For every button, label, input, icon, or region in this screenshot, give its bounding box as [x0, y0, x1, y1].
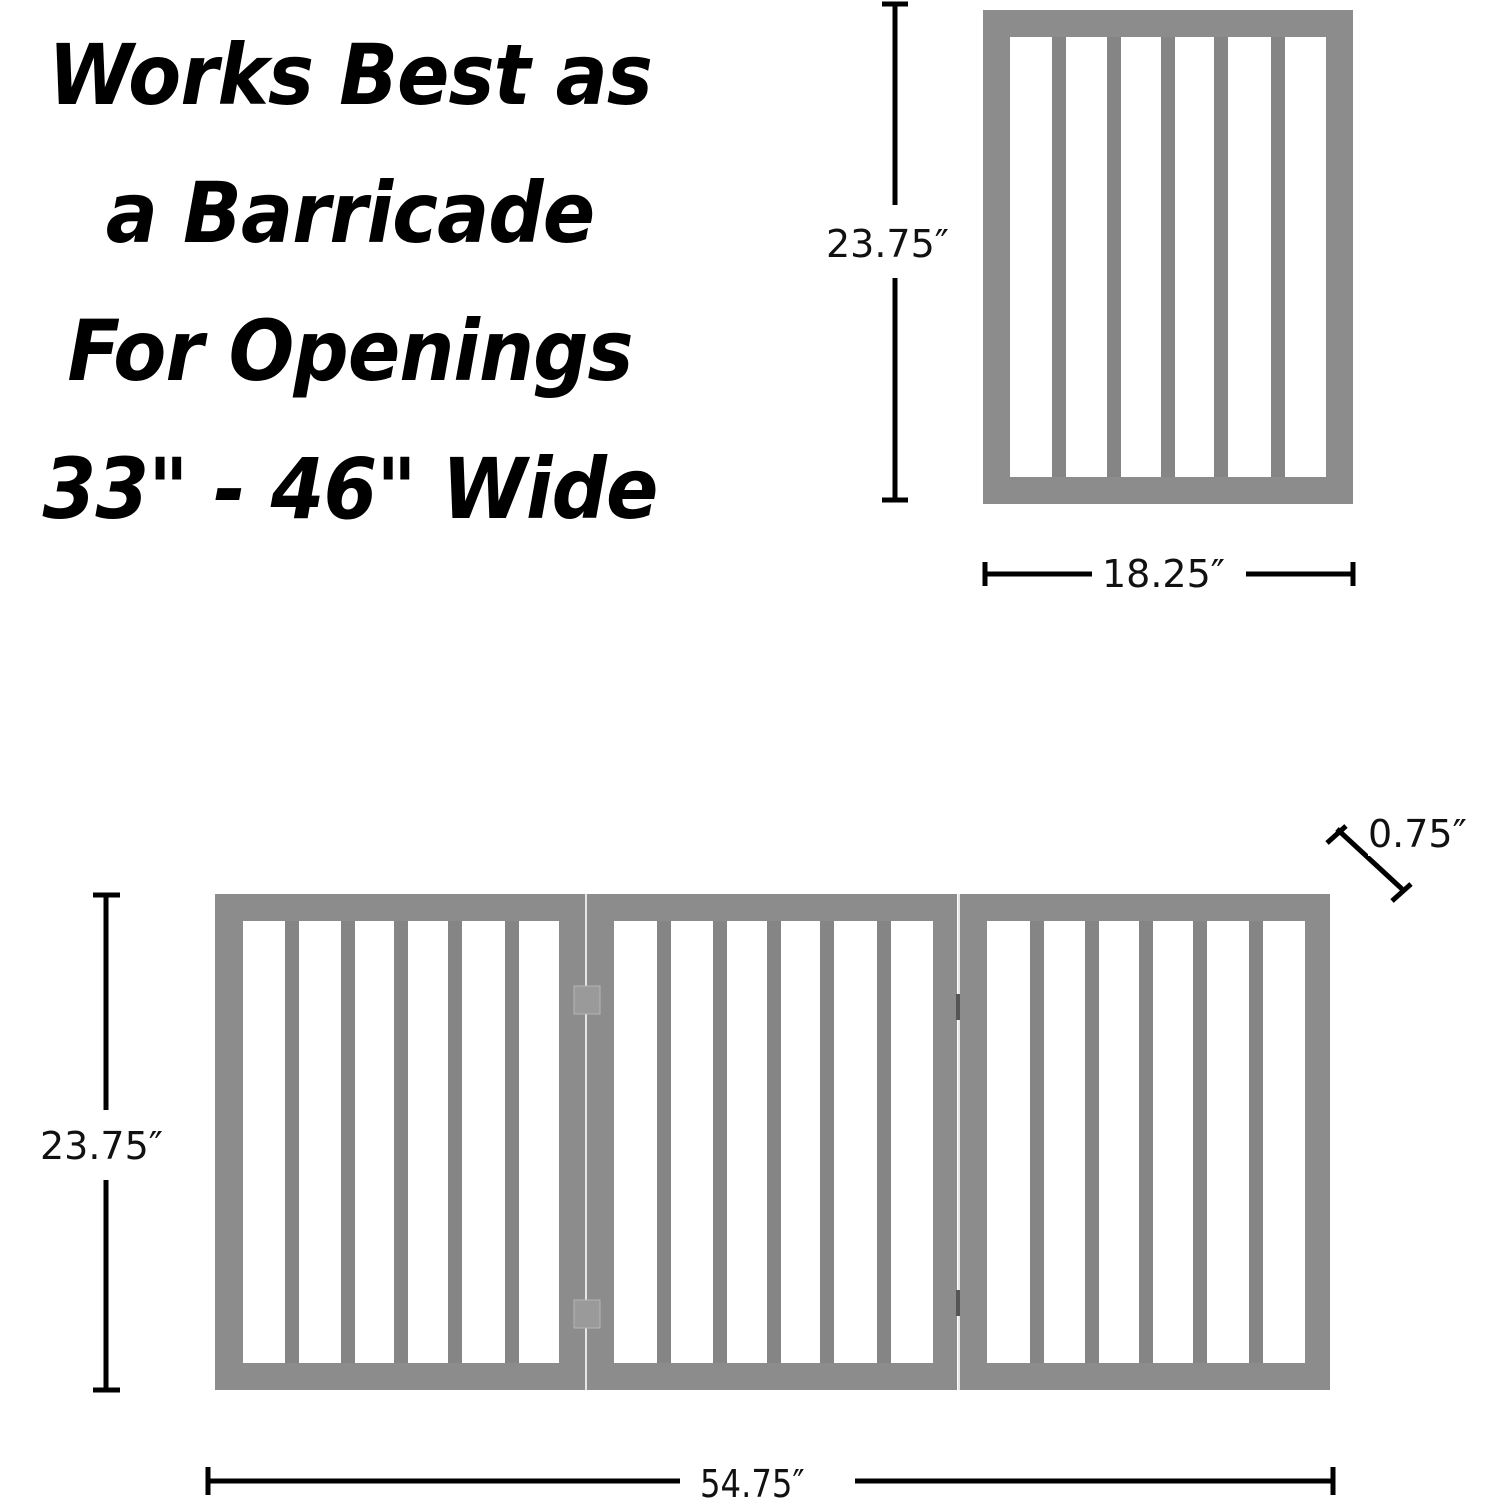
gate-panel-middle — [587, 894, 957, 1390]
headline-line-3: For Openings — [67, 302, 633, 400]
gate-height-label: 23.75″ — [40, 1124, 163, 1168]
headline-line-4: 33" - 46" Wide — [42, 440, 659, 538]
gate-panel-right — [960, 894, 1330, 1390]
headline-line-2: a Barricade — [105, 164, 595, 262]
gate-height-dimension — [93, 892, 120, 1393]
single-height-dimension — [882, 1, 908, 503]
gate-depth-dimension — [1325, 824, 1413, 903]
single-width-dimension — [982, 562, 1356, 586]
single-height-label: 23.75″ — [826, 222, 949, 266]
gate-depth-label: 0.75″ — [1368, 812, 1467, 856]
gate-width-dimension — [205, 1467, 1336, 1495]
gate-panel-left — [215, 894, 585, 1390]
hinge-icon — [573, 985, 960, 1329]
headline-line-1: Works Best as — [48, 26, 653, 124]
gate-width-label: 54.75″ — [700, 1462, 805, 1506]
single-width-label: 18.25″ — [1102, 552, 1225, 596]
headline: Works Best as a Barricade For Openings 3… — [0, 0, 700, 558]
single-panel — [983, 10, 1353, 504]
